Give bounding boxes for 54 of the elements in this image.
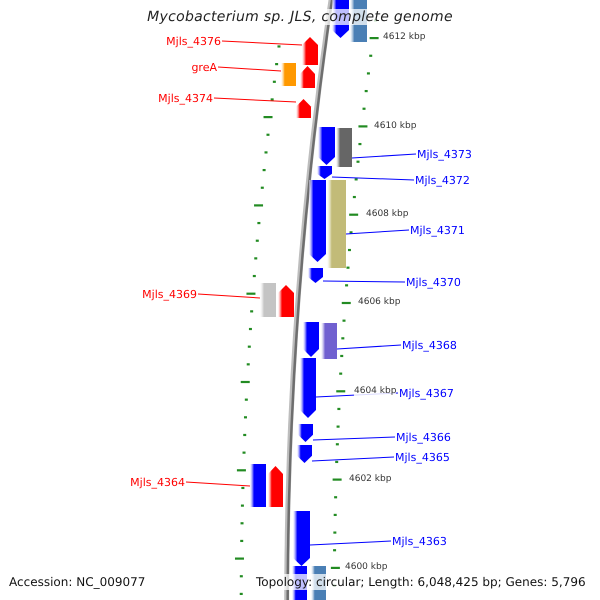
gene-label: Mjls_4365 (395, 450, 450, 464)
leader-line (214, 98, 296, 102)
gene-feature (300, 358, 316, 418)
leader-line (310, 540, 392, 546)
gene-feature (327, 180, 346, 268)
gene-feature (302, 37, 318, 65)
leader-line (218, 66, 282, 72)
gene-label: Mjls_4376 (166, 34, 221, 48)
position-label: 4600 kbp (345, 562, 388, 573)
gene-feature (321, 323, 337, 359)
gene-feature (268, 466, 283, 507)
gene-feature (278, 285, 294, 317)
gene-feature (293, 511, 310, 566)
caption-text: Topology: circular; Length: 6,048,425 bp; Genes: 5,796 (256, 574, 586, 590)
gene-feature (336, 128, 352, 167)
gene-label: Mjls_4368 (402, 338, 457, 352)
leader-line (186, 482, 250, 486)
gene-label: Mjls_4373 (417, 148, 472, 160)
leader-line (346, 230, 410, 234)
leader-line (222, 40, 302, 46)
leader-line (336, 344, 402, 350)
position-label: 4612 kbp (383, 32, 426, 43)
title: Mycobacterium sp. JLS, complete genome (147, 9, 453, 25)
gene-feature (300, 66, 315, 88)
gene-feature (250, 464, 266, 507)
gene-label: Mjls_4364 (130, 476, 185, 488)
leader-line (198, 294, 260, 298)
position-label: 4610 kbp (374, 121, 416, 132)
gene-label: Mjls_4367 (399, 386, 454, 400)
gene-feature (308, 268, 323, 283)
leader-line (352, 154, 416, 158)
gene-label: Mjls_4366 (396, 430, 451, 444)
position-label: 4604 kbp (354, 386, 396, 397)
position-label: 4606 kbp (358, 297, 400, 308)
gene-label: Mjls_4372 (415, 174, 470, 186)
gene-label: greA (191, 60, 217, 74)
gene-feature (281, 63, 296, 86)
gene-feature (298, 424, 313, 442)
gene-label: Mjls_4374 (158, 92, 213, 104)
gene-label: Mjls_4371 (410, 224, 465, 236)
position-label: 4602 kbp (349, 474, 392, 485)
gene-label: Mjls_4370 (406, 276, 461, 288)
gene-feature (297, 445, 312, 463)
leader-line (312, 456, 394, 462)
position-label: 4608 kbp (366, 209, 408, 220)
gene-feature (303, 322, 319, 357)
leader-line (322, 280, 406, 282)
gene-feature (296, 99, 311, 118)
leader-line (312, 436, 396, 440)
leader-line (332, 176, 414, 180)
gene-label: Mjls_4363 (392, 534, 447, 548)
gene-feature (260, 283, 276, 317)
caption-text: Accession: NC_009077 (9, 574, 146, 590)
gene-label: Mjls_4369 (142, 288, 197, 300)
